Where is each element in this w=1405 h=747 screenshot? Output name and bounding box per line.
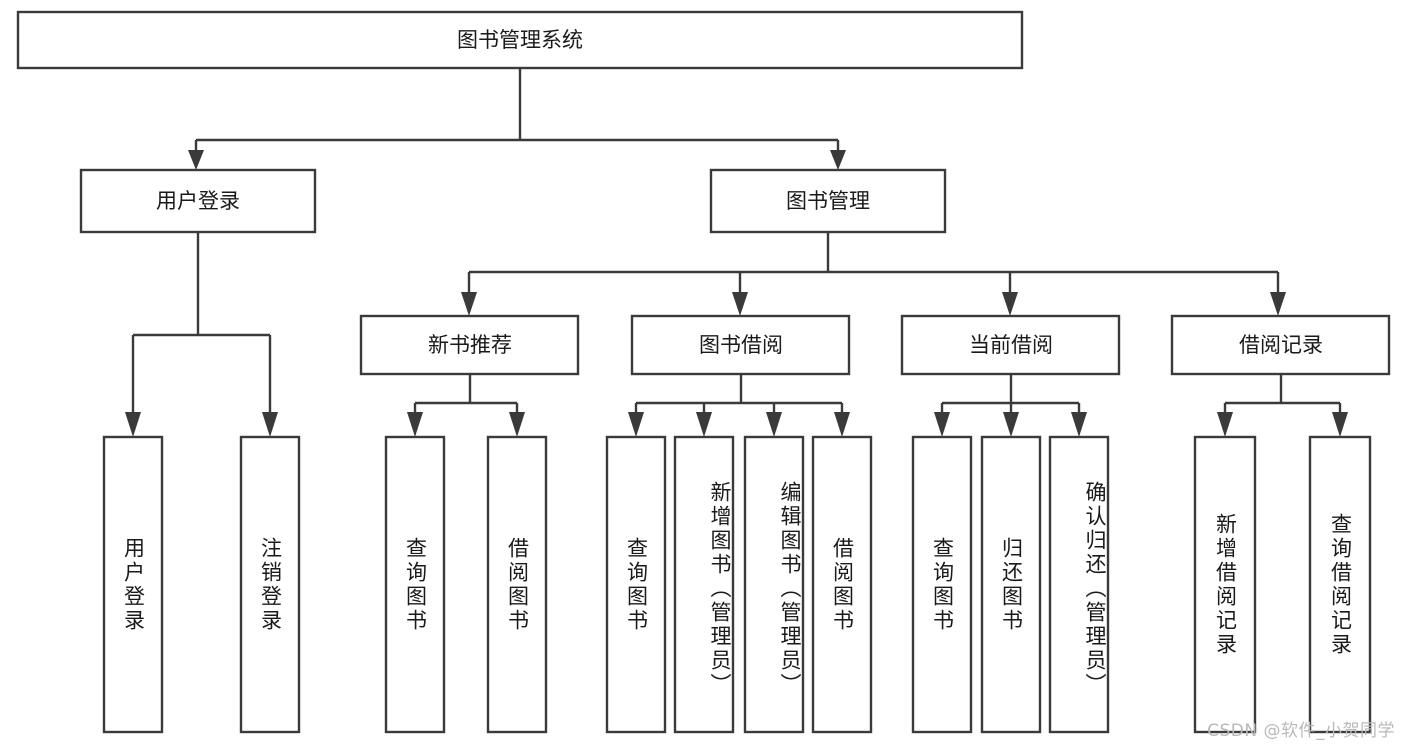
leaf-box-book-borrow-3[interactable] — [811, 435, 873, 734]
node-new-book-recommend-box[interactable] — [359, 314, 580, 376]
leaf-label-book-borrow-1: 新增图书（管理员） — [708, 480, 732, 697]
arrow-level2-0 — [188, 150, 204, 170]
leaf-box-new-book-recommend-1[interactable] — [486, 435, 548, 734]
node-root[interactable]: 图书管理系统 — [16, 10, 1024, 70]
leaf-box-borrow-record-0[interactable] — [1193, 435, 1257, 734]
leaf-label-borrow-record-1: 查询借阅记录 — [1328, 512, 1353, 657]
arrow-borrowrecord-leaf-0 — [1217, 412, 1233, 437]
arrow-level3-0 — [461, 292, 477, 316]
node-book-borrow-label: 图书借阅 — [699, 333, 783, 357]
node-book-borrow-box[interactable] — [630, 314, 851, 376]
arrow-bookborrow-leaf-0 — [628, 412, 644, 437]
node-user-login-label: 用户登录 — [156, 189, 240, 213]
leaf-label-book-borrow-2: 编辑图书（管理员） — [778, 480, 802, 697]
node-book-borrow[interactable]: 图书借阅 — [630, 314, 851, 376]
arrow-currentborrow-leaf-0 — [934, 412, 950, 437]
node-borrow-record[interactable]: 借阅记录 — [1170, 314, 1391, 376]
node-book-management-label: 图书管理 — [786, 189, 870, 213]
arrow-level3-3 — [1270, 292, 1286, 316]
leaf-box-new-book-recommend-0[interactable] — [384, 435, 446, 734]
leaf-label-book-borrow-0: 查询图书 — [624, 536, 649, 633]
leaf-label-current-borrow-2: 确认归还（管理员） — [1083, 480, 1107, 697]
node-new-book-recommend-label: 新书推荐 — [428, 333, 512, 357]
leaf-box-current-borrow-1[interactable] — [980, 435, 1042, 734]
arrow-newbook-leaf-1 — [509, 412, 525, 437]
leaf-box-book-borrow-0[interactable] — [605, 435, 667, 734]
node-new-book-recommend[interactable]: 新书推荐 — [359, 314, 580, 376]
arrow-bookborrow-leaf-1 — [696, 412, 712, 437]
node-root-label: 图书管理系统 — [457, 28, 583, 52]
leaf-box-user-login-1[interactable] — [239, 435, 301, 734]
leaf-label-user-login-1: 注销登录 — [258, 536, 283, 633]
leaf-box-borrow-record-1[interactable] — [1308, 435, 1372, 734]
leaf-label-new-book-recommend-1: 借阅图书 — [505, 536, 530, 633]
arrow-user-login-leaf-1 — [262, 412, 278, 437]
arrow-currentborrow-leaf-1 — [1003, 412, 1019, 437]
leaf-box-user-login-0[interactable] — [102, 435, 164, 734]
leaf-box-current-borrow-0[interactable] — [911, 435, 973, 734]
node-current-borrow-label: 当前借阅 — [969, 333, 1053, 357]
leaf-label-current-borrow-0: 查询图书 — [930, 536, 955, 633]
leaf-label-user-login-0: 用户登录 — [121, 536, 146, 633]
leaf-box-book-borrow-2[interactable] — [743, 435, 805, 734]
arrow-user-login-leaf-0 — [125, 412, 141, 437]
arrow-currentborrow-leaf-2 — [1071, 412, 1087, 437]
arrow-bookborrow-leaf-2 — [766, 412, 782, 437]
node-borrow-record-label: 借阅记录 — [1239, 333, 1323, 357]
leaf-label-current-borrow-1: 归还图书 — [999, 536, 1024, 633]
leaf-box-current-borrow-2[interactable] — [1048, 435, 1110, 734]
node-current-borrow[interactable]: 当前借阅 — [900, 314, 1121, 376]
arrow-level3-2 — [1002, 292, 1018, 316]
arrow-bookborrow-leaf-3 — [834, 412, 850, 437]
node-book-management[interactable]: 图书管理 — [709, 168, 947, 234]
arrow-borrowrecord-leaf-1 — [1332, 412, 1348, 437]
arrow-level2-1 — [830, 150, 846, 170]
arrow-newbook-leaf-0 — [407, 412, 423, 437]
arrow-level3-1 — [732, 292, 748, 316]
leaf-label-new-book-recommend-0: 查询图书 — [403, 536, 428, 633]
node-user-login[interactable]: 用户登录 — [79, 168, 317, 234]
leaf-label-borrow-record-0: 新增借阅记录 — [1213, 512, 1238, 657]
node-root-box[interactable] — [16, 10, 1024, 70]
node-current-borrow-box[interactable] — [900, 314, 1121, 376]
csdn-watermark: CSDN @软件_小贺同学 — [1207, 721, 1395, 741]
leaf-box-book-borrow-1[interactable] — [673, 435, 735, 734]
leaf-label-book-borrow-3: 借阅图书 — [830, 536, 855, 633]
